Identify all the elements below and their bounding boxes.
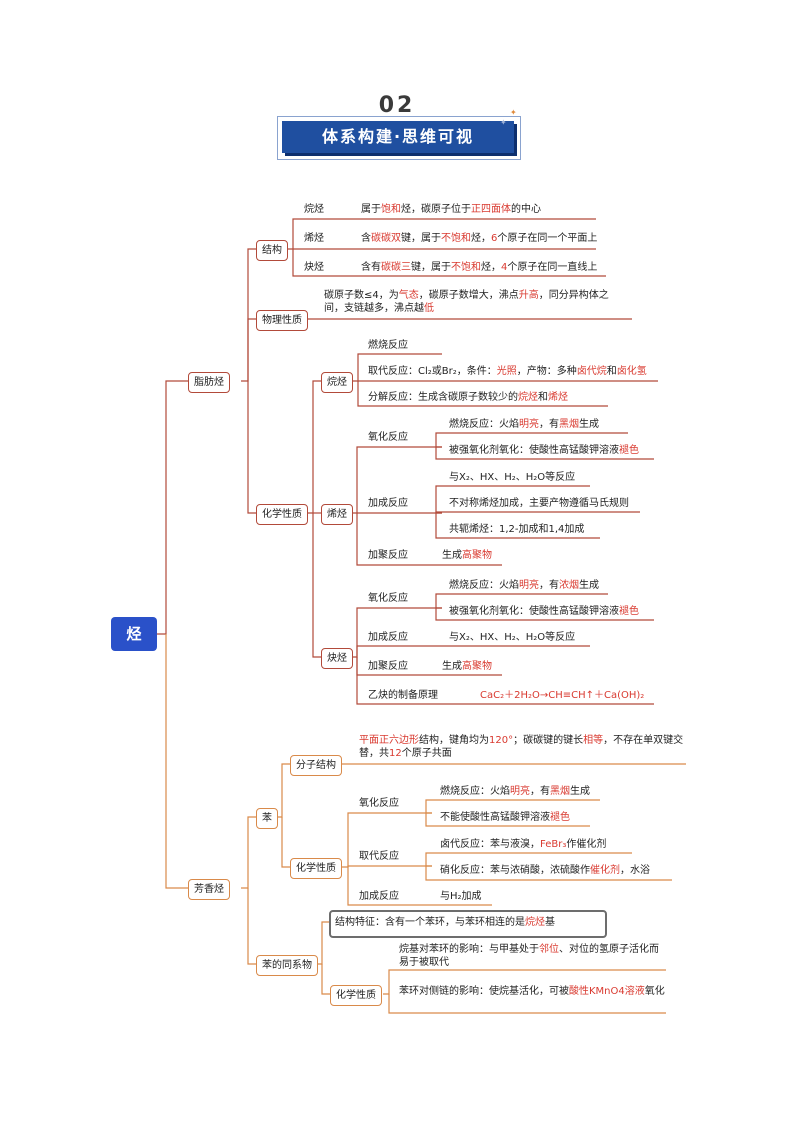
acetylene-equation: CaC₂＋2H₂O→CH≡CH↑＋Ca(OH)₂ <box>480 690 645 701</box>
node-benzene-chemical: 化学性质 <box>290 858 342 879</box>
alkyne-add-1: 与X₂、HX、H₂、H₂O等反应 <box>449 632 576 643</box>
homolog-effect-1: 烷基对苯环的影响：与甲基处于邻位、对位的氢原子活化而易于被取代 <box>399 944 659 968</box>
benzene-oxidation: 氧化反应 <box>359 798 399 809</box>
alkyne-ox-burn: 燃烧反应：火焰明亮，有浓烟生成 <box>449 580 599 591</box>
node-benzene-molecular: 分子结构 <box>290 755 342 776</box>
benzene-add-1: 与H₂加成 <box>440 891 482 902</box>
alkene-structure-text: 含碳碳双键，属于不饱和烃，6个原子在同一个平面上 <box>361 233 598 244</box>
benzene-substitution: 取代反应 <box>359 851 399 862</box>
label-alkene: 烯烃 <box>304 233 324 244</box>
alkene-addition: 加成反应 <box>368 498 408 509</box>
banner-title: 体系构建·思维可视 <box>282 121 514 153</box>
alkane-structure-text: 属于饱和烃，碳原子位于正四面体的中心 <box>361 204 541 215</box>
label-alkyne: 炔烃 <box>304 262 324 273</box>
alkene-add-3: 共轭烯烃：1,2-加成和1,4加成 <box>449 524 585 535</box>
benzene-addition: 加成反应 <box>359 891 399 902</box>
banner-frame <box>277 116 521 160</box>
node-structure: 结构 <box>256 240 288 261</box>
alkyne-poly-result: 生成高聚物 <box>442 661 492 672</box>
alkane-substitution: 取代反应：Cl₂或Br₂，条件：光照，产物：多种卤代烷和卤化氢 <box>368 366 647 377</box>
structure-feature-highlight <box>329 910 607 938</box>
node-aromatic: 芳香烃 <box>188 879 230 900</box>
node-physical: 物理性质 <box>256 310 308 331</box>
benzene-ox-kmno4: 不能使酸性高锰酸钾溶液褪色 <box>440 812 570 823</box>
alkene-ox-kmno4: 被强氧化剂氧化：使酸性高锰酸钾溶液褪色 <box>449 445 639 456</box>
alkene-polymerization: 加聚反应 <box>368 550 408 561</box>
node-chem-alkane: 烷烃 <box>321 372 353 393</box>
alkyne-ox-kmno4: 被强氧化剂氧化：使酸性高锰酸钾溶液褪色 <box>449 606 639 617</box>
alkane-decomposition: 分解反应：生成含碳原子数较少的烷烃和烯烃 <box>368 392 568 403</box>
alkyne-oxidation: 氧化反应 <box>368 593 408 604</box>
node-homolog-chemical: 化学性质 <box>330 985 382 1006</box>
alkyne-structure-text: 含有碳碳三键，属于不饱和烃，4个原子在同一直线上 <box>361 262 598 273</box>
homolog-feature: 结构特征：含有一个苯环，与苯环相连的是烷烃基 <box>335 917 555 928</box>
alkene-ox-burn: 燃烧反应：火焰明亮，有黑烟生成 <box>449 419 599 430</box>
alkene-oxidation: 氧化反应 <box>368 432 408 443</box>
root-node: 烃 <box>111 617 157 651</box>
node-benzene-homologs: 苯的同系物 <box>256 955 318 976</box>
node-benzene: 苯 <box>256 808 278 829</box>
benzene-halogenation: 卤代反应：苯与液溴，FeBr₃作催化剂 <box>440 839 607 850</box>
section-number: 02 <box>378 93 416 118</box>
node-chem-alkyne: 炔烃 <box>321 648 353 669</box>
physical-property-text: 碳原子数≤4，为气态，碳原子数增大，沸点升高，同分异构体之间，支链越多，沸点越低 <box>324 290 609 314</box>
sparkle-icon: ✦ <box>510 108 517 117</box>
acetylene-preparation: 乙炔的制备原理 <box>368 690 438 701</box>
alkene-poly-result: 生成高聚物 <box>442 550 492 561</box>
alkene-add-2: 不对称烯烃加成，主要产物遵循马氏规则 <box>449 498 629 509</box>
alkane-combustion: 燃烧反应 <box>368 340 408 351</box>
benzene-ox-burn: 燃烧反应：火焰明亮，有黑烟生成 <box>440 786 590 797</box>
benzene-nitration: 硝化反应：苯与浓硝酸，浓硫酸作催化剂，水浴 <box>440 865 650 876</box>
node-chem-alkene: 烯烃 <box>321 504 353 525</box>
label-alkane: 烷烃 <box>304 204 324 215</box>
alkyne-addition: 加成反应 <box>368 632 408 643</box>
benzene-molecular-text: 平面正六边形结构，键角均为120°；碳碳键的键长相等，不存在单双键交替，共12个… <box>359 735 684 759</box>
homolog-effect-2: 苯环对侧链的影响：使烷基活化，可被酸性KMnO4溶液氧化 <box>399 986 665 997</box>
alkyne-polymerization: 加聚反应 <box>368 661 408 672</box>
alkene-add-1: 与X₂、HX、H₂、H₂O等反应 <box>449 472 576 483</box>
node-chemical: 化学性质 <box>256 504 308 525</box>
sparkle-icon: ✦ <box>500 118 507 127</box>
node-aliphatic: 脂肪烃 <box>188 372 230 393</box>
